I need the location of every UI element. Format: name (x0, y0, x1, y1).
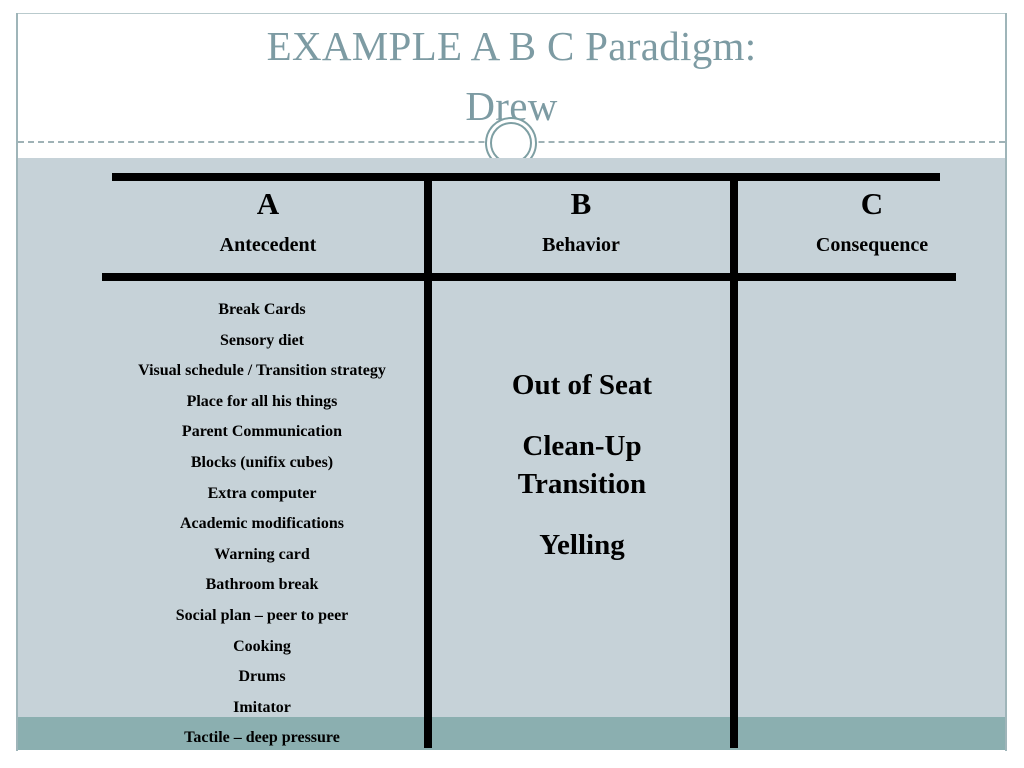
list-item: Yelling (539, 529, 625, 561)
list-item: Sensory diet (220, 331, 304, 349)
page-title: EXAMPLE A B C Paradigm: Drew (18, 16, 1005, 136)
list-item: Clean-Up (522, 430, 642, 462)
table-header-word-antecedent: Antecedent (219, 234, 317, 256)
list-item: Blocks (unifix cubes) (190, 453, 334, 471)
list-item: Extra computer (207, 484, 317, 502)
table-column-divider-1 (424, 177, 432, 748)
slide-frame-top (16, 13, 1007, 14)
table-rule-top (112, 173, 940, 181)
list-item: Transition (517, 468, 647, 500)
behavior-spacer-1 (436, 404, 728, 427)
list-item: Tactile – deep pressure (184, 729, 340, 747)
behavior-column: Out of Seat Clean-Up Transition Yelling (436, 366, 728, 564)
slide-body-background (18, 158, 1005, 750)
list-item: Parent Communication (181, 423, 343, 441)
list-item: Cooking (233, 637, 291, 655)
list-item: Social plan – peer to peer (175, 606, 349, 624)
slide-frame-right (1005, 13, 1007, 751)
table-rule-header-bottom (102, 273, 956, 281)
table-header-behavior: B Behavior (432, 186, 730, 260)
list-item: Break Cards (218, 301, 306, 318)
table-header-consequence: C Consequence (738, 186, 1006, 260)
list-item: Imitator (233, 698, 291, 716)
table-column-divider-2 (730, 177, 738, 748)
page-title-line-1: EXAMPLE A B C Paradigm: (266, 23, 757, 69)
behavior-spacer-2 (436, 503, 728, 526)
table-header-letter-a: A (256, 186, 280, 221)
table-header-word-behavior: Behavior (542, 234, 620, 256)
slide-frame-left (16, 13, 18, 751)
list-item: Drums (238, 668, 286, 686)
list-item: Out of Seat (511, 369, 653, 401)
table-header-letter-c: C (860, 186, 884, 221)
table-header-letter-b: B (570, 186, 592, 221)
bottom-accent-band (18, 717, 1005, 750)
list-item: Warning card (214, 545, 310, 563)
table-header-word-consequence: Consequence (815, 234, 929, 256)
list-item: Place for all his things (186, 392, 338, 410)
antecedent-column: Break Cards Sensory diet Visual schedule… (100, 295, 424, 754)
list-item: Visual schedule / Transition strategy (138, 362, 386, 380)
table-header-antecedent: A Antecedent (112, 186, 424, 260)
list-item: Academic modifications (180, 515, 344, 533)
list-item: Bathroom break (205, 576, 319, 594)
